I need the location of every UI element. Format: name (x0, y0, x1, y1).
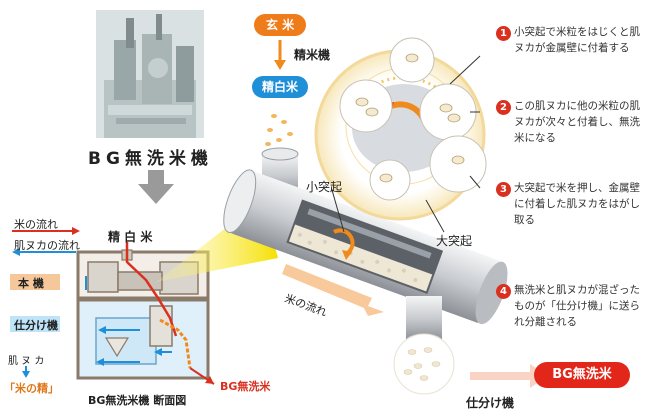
label-sorter-process: 仕分け機 (466, 396, 515, 410)
note-3-text: 大突起で米を押し、金属壁に付着した肌ヌカをはがし取る (514, 182, 640, 226)
label-polisher: 精米機 (294, 48, 331, 62)
note-2-text: この肌ヌカに他の米粒の肌ヌカが次々と付着し、無洗米になる (514, 100, 640, 144)
note-2-number: 2 (496, 100, 511, 115)
label-main-unit: 本 機 (18, 277, 44, 290)
photo-caption: BG無洗米機 (88, 149, 213, 169)
note-4-text: 無洗米と肌ヌカが混ざったものが「仕分け機」に送られ分離される (514, 284, 640, 328)
note-1-number: 1 (496, 26, 511, 41)
label-polished-rice-section: 精 白 米 (108, 230, 153, 244)
note-3-number: 3 (496, 182, 511, 197)
bg-rice-badge: BG無洗米 (534, 362, 630, 388)
section-caption: BG無洗米機 断面図 (88, 394, 187, 407)
label-bran: 肌 ヌ カ (8, 356, 45, 367)
label-bg-rice-section: BG無洗米 (220, 380, 271, 393)
label-kome-no-sei: 「米の精」 (4, 382, 59, 395)
polished-rice-badge: 精白米 (252, 76, 308, 98)
label-sorter-section: 仕分け機 (14, 319, 58, 332)
down-arrow-icon (138, 170, 174, 204)
factory-photo (96, 10, 204, 138)
label-large-protrusion: 大突起 (436, 234, 473, 248)
label-small-protrusion: 小突起 (306, 180, 343, 194)
note-1-text: 小突起で米粒をはじくと肌ヌカが金属壁に付着する (514, 26, 640, 54)
note-4-number: 4 (496, 284, 511, 299)
legend-bran-flow: 肌ヌカの流れ (14, 239, 80, 252)
brown-rice-badge: 玄 米 (254, 14, 306, 36)
legend-rice-flow: 米の流れ (14, 218, 58, 231)
